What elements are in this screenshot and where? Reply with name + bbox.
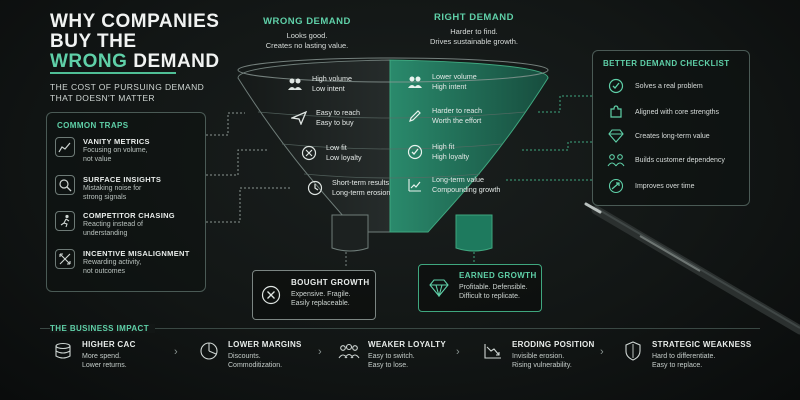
common-traps-title: COMMON TRAPS	[57, 121, 129, 130]
wrong-demand-heading: WRONG DEMAND Looks good. Creates no last…	[263, 16, 351, 50]
pen-icon	[406, 107, 424, 125]
chevron-right-icon: ›	[318, 346, 322, 358]
impact-divider	[40, 328, 760, 329]
right-demand-heading: RIGHT DEMAND Harder to find. Drives sust…	[430, 12, 518, 46]
runner-icon	[55, 211, 75, 231]
chevron-right-icon: ›	[174, 346, 178, 358]
title-underline	[50, 72, 176, 74]
people-icon	[406, 73, 424, 91]
people-icon	[286, 75, 304, 93]
chevron-right-icon: ›	[600, 346, 604, 358]
check-circle-icon	[605, 75, 627, 97]
check-circle-icon	[406, 143, 424, 161]
paper-plane-icon	[290, 109, 308, 127]
chart-icon	[55, 137, 75, 157]
shield-icon	[622, 340, 644, 362]
page-title: WHY COMPANIES BUY THE WRONG DEMAND	[50, 11, 220, 72]
puzzle-icon	[605, 101, 627, 123]
bought-growth-box: BOUGHT GROWTH Expensive. Fragile. Easily…	[252, 270, 376, 320]
chevron-right-icon: ›	[456, 346, 460, 358]
search-icon	[55, 175, 75, 195]
diamond-icon	[429, 279, 449, 297]
x-circle-icon	[261, 285, 281, 305]
people-icon	[605, 149, 627, 171]
growth-chart-icon	[406, 176, 424, 194]
checklist-item: Solves a real problem	[605, 75, 703, 97]
diamond-icon	[605, 125, 627, 147]
pie-chart-icon	[198, 340, 220, 362]
checklist-item: Improves over time	[605, 175, 695, 197]
wrong-funnel-body	[237, 59, 391, 233]
checklist-item: Builds customer dependency	[605, 149, 725, 171]
page-subtitle: THE COST OF PURSUING DEMAND THAT DOESN'T…	[50, 82, 205, 103]
business-impact-title: THE BUSINESS IMPACT	[50, 324, 156, 333]
checklist-panel: BETTER DEMAND CHECKLIST Solves a real pr…	[592, 50, 750, 206]
arrows-icon	[55, 249, 75, 269]
earned-growth-box: EARNED GROWTH Profitable. Defensible. Di…	[418, 264, 542, 312]
pen-illustration	[584, 202, 800, 335]
wrong-funnel-spout	[331, 214, 369, 252]
trend-down-icon	[482, 340, 504, 362]
coins-icon	[52, 340, 74, 362]
checklist-title: BETTER DEMAND CHECKLIST	[603, 59, 730, 68]
checklist-item: Creates long-term value	[605, 125, 710, 147]
trend-up-icon	[605, 175, 627, 197]
checklist-item: Aligned with core strengths	[605, 101, 719, 123]
clock-icon	[306, 179, 324, 197]
people-icon	[338, 340, 360, 362]
right-funnel-spout	[455, 214, 493, 252]
right-funnel-body	[389, 59, 549, 233]
x-circle-icon	[300, 144, 318, 162]
